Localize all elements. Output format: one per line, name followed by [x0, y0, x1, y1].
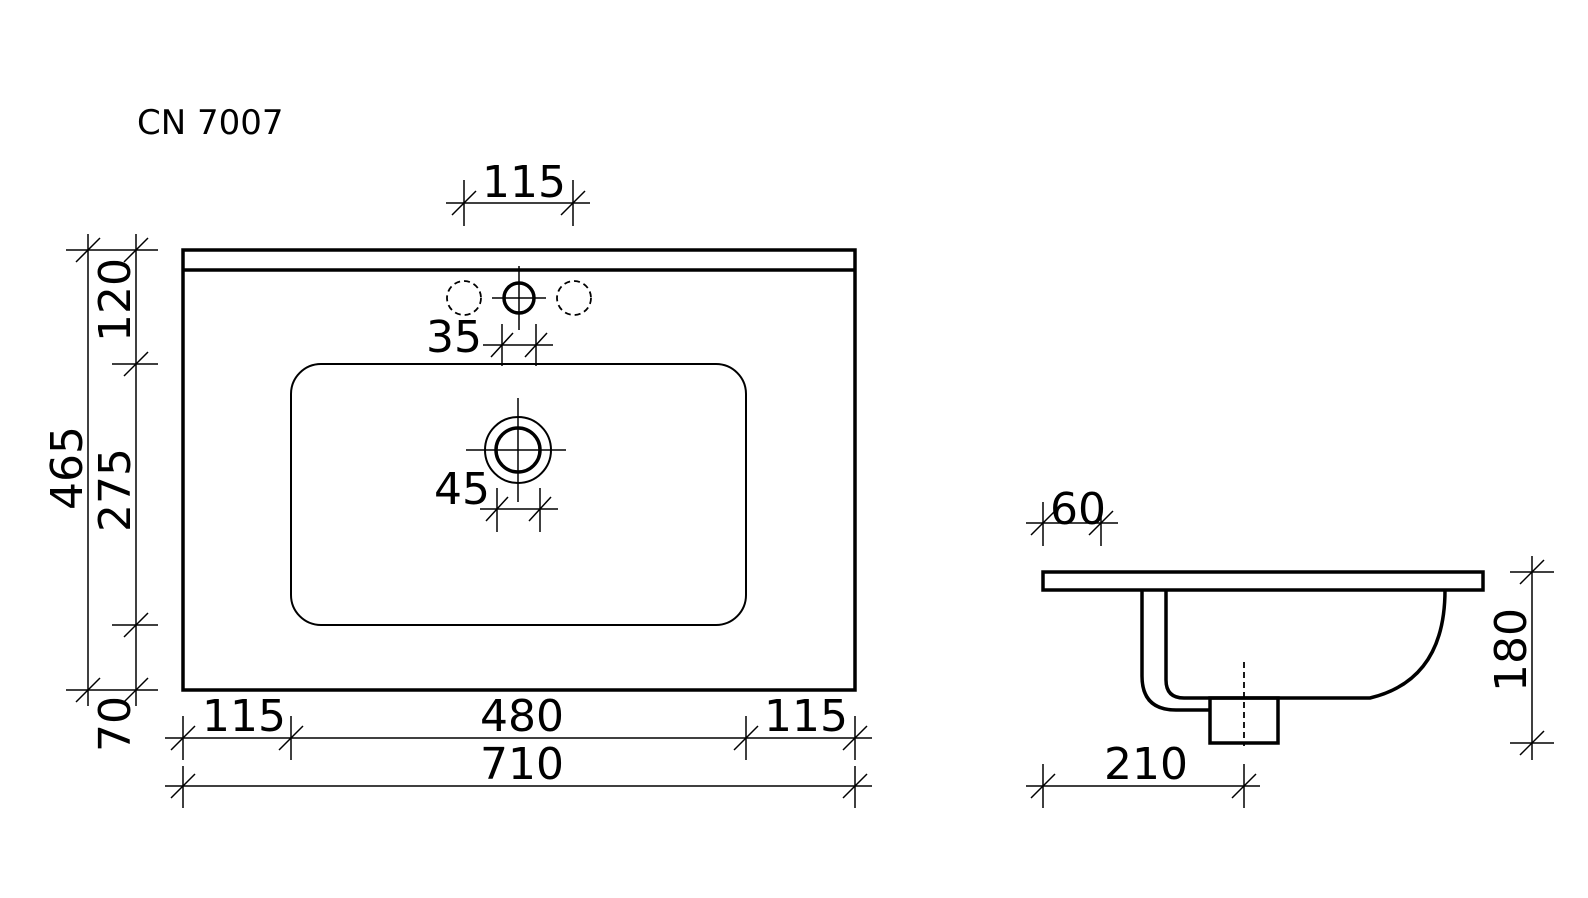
- dim-tap-hole-label: 35: [426, 312, 482, 363]
- dim-rim-offset: 60: [1026, 484, 1118, 546]
- dim-tap-spacing: 115: [446, 157, 590, 226]
- dim-drain: 45: [434, 464, 558, 532]
- side-view: 60 180 210: [1026, 484, 1554, 808]
- side-bowl-outer: [1140, 590, 1210, 712]
- dim-right-margin-label: 115: [764, 691, 848, 742]
- dim-front-margin-label: 70: [90, 696, 141, 752]
- dim-bowl-depth-label: 275: [90, 448, 141, 532]
- dim-depth-breakdown: 120 275 70: [90, 234, 158, 752]
- dim-back-to-tap-label: 120: [90, 258, 141, 342]
- dim-total-depth: 465: [42, 234, 112, 706]
- dim-drain-offset: 210: [1026, 739, 1260, 808]
- basin-outline: [181, 248, 857, 692]
- bowl-outline: [290, 363, 747, 626]
- dim-tap-spacing-label: 115: [482, 157, 566, 208]
- dim-side-height: 180: [1486, 556, 1554, 760]
- dim-total-width: 710: [165, 739, 872, 808]
- dim-total-depth-label: 465: [42, 426, 93, 510]
- dim-total-width-label: 710: [480, 739, 564, 790]
- dim-drain-offset-label: 210: [1104, 739, 1188, 790]
- side-rim: [1041, 570, 1485, 592]
- dim-side-height-label: 180: [1486, 608, 1537, 692]
- dim-rim-offset-label: 60: [1050, 484, 1106, 535]
- dim-bowl-width-label: 480: [480, 691, 564, 742]
- side-bowl-inner: [1164, 589, 1447, 700]
- dim-left-margin-label: 115: [202, 691, 286, 742]
- model-title: CN 7007: [137, 103, 284, 143]
- dim-width-breakdown: 115 480 115: [165, 691, 872, 760]
- dim-drain-label: 45: [434, 464, 490, 515]
- optional-tap-hole-left-icon: [446, 280, 482, 316]
- top-view: 115 35 45 465: [42, 157, 872, 808]
- dim-tap-hole: 35: [426, 312, 553, 366]
- optional-tap-hole-right-icon: [556, 280, 592, 316]
